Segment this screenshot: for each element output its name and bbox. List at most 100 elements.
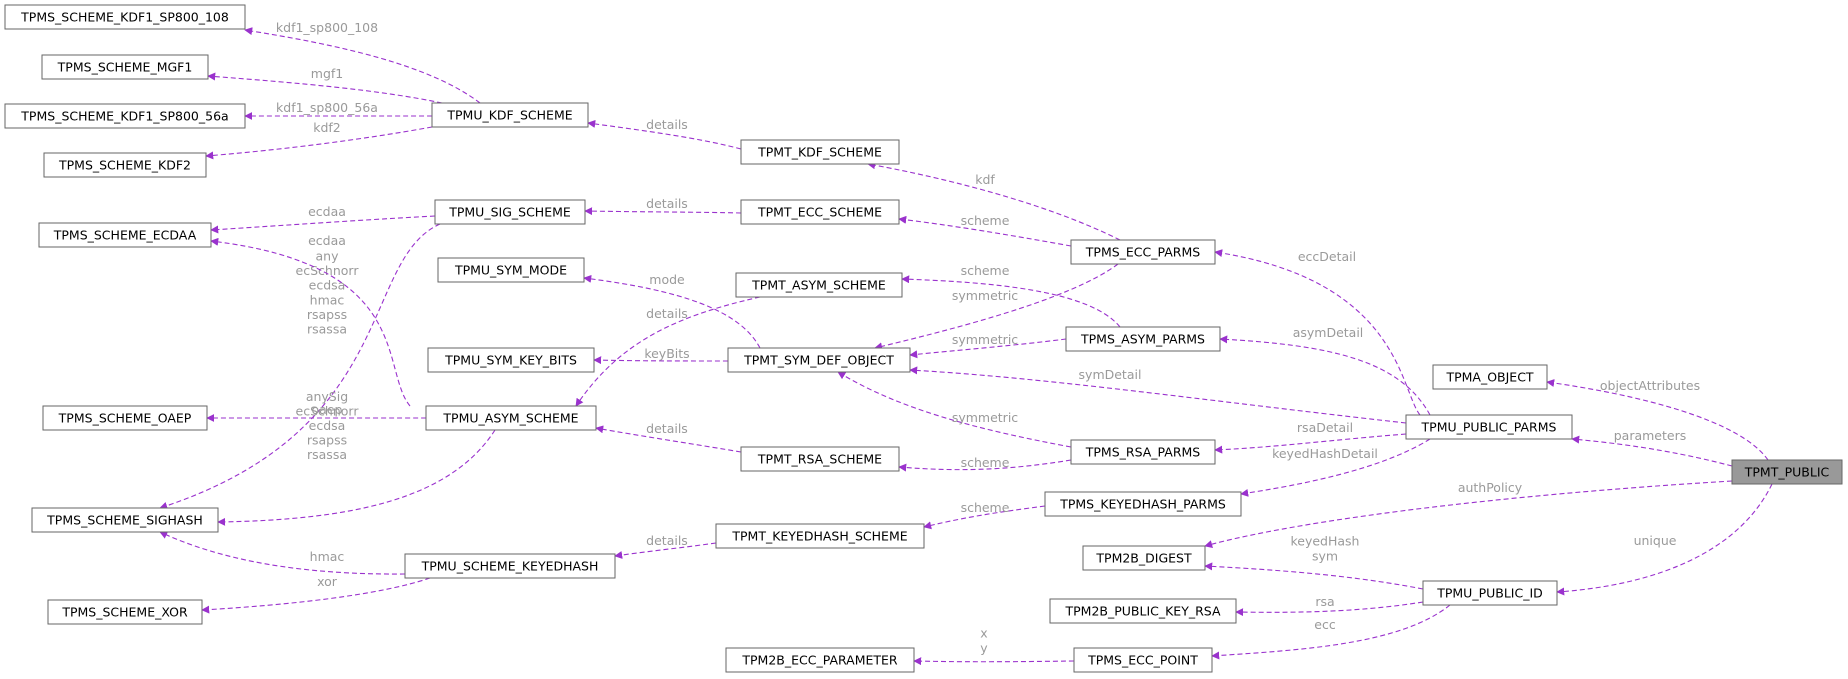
edge-line <box>1235 601 1424 617</box>
node-tpmt-asym-scheme[interactable]: TPMT_ASYM_SCHEME <box>735 272 903 298</box>
edge-line <box>210 215 436 234</box>
edge-label: any <box>316 249 340 264</box>
edge-rsa-details: details <box>595 421 742 453</box>
node-tpms-keyedhash-parms[interactable]: TPMS_KEYEDHASH_PARMS <box>1044 491 1242 517</box>
edge-label: rsapss <box>307 433 347 448</box>
node-tpmu-public-id[interactable]: TPMU_PUBLIC_ID <box>1422 580 1558 606</box>
edge-line <box>923 505 1046 530</box>
node-tpm2b-ecc-parameter[interactable]: TPM2B_ECC_PARAMETER <box>725 647 915 673</box>
edge-label: symmetric <box>952 332 1018 347</box>
node-tpmu-kdf-scheme[interactable]: TPMU_KDF_SCHEME <box>431 102 589 128</box>
node-tpmu-scheme-keyedhash[interactable]: TPMU_SCHEME_KEYEDHASH <box>404 553 616 579</box>
node-tpms-scheme-mgf1[interactable]: TPMS_SCHEME_MGF1 <box>41 54 209 80</box>
edge-label: keyedHashDetail <box>1272 446 1378 461</box>
node-tpmt-sym-def-object[interactable]: TPMT_SYM_DEF_OBJECT <box>727 347 911 373</box>
node-box <box>42 405 208 431</box>
node-box <box>1070 239 1216 265</box>
node-tpmu-sym-key-bits[interactable]: TPMU_SYM_KEY_BITS <box>427 347 595 373</box>
node-tpms-scheme-sighash[interactable]: TPMS_SCHEME_SIGHASH <box>31 507 219 533</box>
node-tpms-scheme-ecdaa[interactable]: TPMS_SCHEME_ECDAA <box>38 222 212 248</box>
edge-label: ecSchnorr <box>296 263 360 278</box>
node-tpmt-keyedhash-scheme[interactable]: TPMT_KEYEDHASH_SCHEME <box>715 523 925 549</box>
node-tpms-scheme-oaep[interactable]: TPMS_SCHEME_OAEP <box>42 405 208 431</box>
edge-label: rsapss <box>307 307 347 322</box>
node-tpms-ecc-point[interactable]: TPMS_ECC_POINT <box>1073 647 1213 673</box>
node-tpmu-sym-mode[interactable]: TPMU_SYM_MODE <box>437 257 585 283</box>
edge-label: kdf1_sp800_56a <box>276 100 378 115</box>
node-box <box>4 103 246 129</box>
edge-line <box>1556 483 1773 596</box>
node-label: TPMA_OBJECT <box>1445 370 1533 385</box>
edge-label: details <box>646 421 688 436</box>
edge-label: details <box>646 533 688 548</box>
edge-ecc-kdf: kdf <box>867 161 1121 241</box>
edge-label: y <box>980 640 988 655</box>
edge-label: scheme <box>961 263 1010 278</box>
node-tpms-ecc-parms[interactable]: TPMS_ECC_PARMS <box>1070 239 1216 265</box>
edge-parameters: parameters <box>1571 428 1733 467</box>
node-tpmt-kdf-scheme[interactable]: TPMT_KDF_SCHEME <box>740 139 900 165</box>
edge-rsa: rsa <box>1235 594 1424 617</box>
edge-x-y: xy <box>913 626 1075 666</box>
node-box <box>427 347 595 373</box>
edge-label: rsassa <box>307 322 347 337</box>
node-box <box>1049 598 1237 624</box>
edge-label: hmac <box>310 292 345 307</box>
edge-line <box>614 542 717 559</box>
edge-line <box>583 274 761 349</box>
edge-label: eccDetail <box>1298 249 1356 264</box>
node-tpms-scheme-kdf2[interactable]: TPMS_SCHEME_KDF2 <box>43 152 207 178</box>
node-tpmu-public-parms[interactable]: TPMU_PUBLIC_PARMS <box>1405 414 1573 440</box>
edge-label: scheme <box>961 500 1010 515</box>
node-label: TPMS_ECC_PARMS <box>1085 245 1201 260</box>
edge-label: ecSchnorr <box>296 403 360 418</box>
edge-line <box>837 371 1072 448</box>
edge-label: xor <box>317 574 338 589</box>
edge-label: kdf <box>975 172 995 187</box>
node-tpms-asym-parms[interactable]: TPMS_ASYM_PARMS <box>1065 326 1221 352</box>
edge-sig-ecdaa: ecdaa <box>210 204 436 234</box>
node-tpm2b-public-key-rsa[interactable]: TPM2B_PUBLIC_KEY_RSA <box>1049 598 1237 624</box>
edge-label: authPolicy <box>1458 480 1523 495</box>
node-label: TPMS_SCHEME_MGF1 <box>57 60 193 75</box>
node-label: TPMU_PUBLIC_ID <box>1436 586 1543 601</box>
node-label: TPMT_KDF_SCHEME <box>757 145 882 160</box>
node-box <box>1065 326 1221 352</box>
edge-line <box>1214 249 1421 416</box>
node-tpmu-asym-scheme[interactable]: TPMU_ASYM_SCHEME <box>425 405 597 431</box>
edge-asym-symmetric: symmetric <box>909 332 1067 359</box>
edge-line <box>1219 335 1431 416</box>
node-box <box>434 199 586 225</box>
node-box <box>431 102 589 128</box>
node-tpms-scheme-kdf1-sp800-108[interactable]: TPMS_SCHEME_KDF1_SP800_108 <box>4 4 246 30</box>
node-tpms-scheme-kdf1-sp800-56a[interactable]: TPMS_SCHEME_KDF1_SP800_56a <box>4 103 246 129</box>
node-label: TPMS_SCHEME_KDF1_SP800_108 <box>20 10 229 25</box>
edge-line <box>1204 480 1733 548</box>
edge-label: objectAttributes <box>1600 378 1700 393</box>
node-tpmu-sig-scheme[interactable]: TPMU_SIG_SCHEME <box>434 199 586 225</box>
node-tpms-rsa-parms[interactable]: TPMS_RSA_PARMS <box>1070 439 1216 465</box>
edge-line <box>909 338 1067 359</box>
node-tpm2b-digest[interactable]: TPM2B_DIGEST <box>1082 545 1206 571</box>
edge-line <box>244 27 481 104</box>
node-box <box>715 523 925 549</box>
edge-label: ecdaa <box>308 233 346 248</box>
node-tpmt-public[interactable]: TPMT_PUBLIC <box>1731 459 1843 485</box>
edge-line <box>909 366 1407 424</box>
edge-label: oaep <box>312 402 343 417</box>
edge-line <box>1546 379 1769 461</box>
node-label: TPMS_SCHEME_XOR <box>61 605 188 620</box>
edge-label: x <box>980 626 987 641</box>
node-tpmt-ecc-scheme[interactable]: TPMT_ECC_SCHEME <box>740 199 900 225</box>
node-tpms-scheme-xor[interactable]: TPMS_SCHEME_XOR <box>47 599 203 625</box>
edge-label: symmetric <box>952 288 1018 303</box>
node-tpma-object[interactable]: TPMA_OBJECT <box>1432 364 1548 390</box>
edge-line <box>1571 435 1733 467</box>
node-label: TPMS_ECC_POINT <box>1087 653 1198 668</box>
edge-label: asymDetail <box>1293 325 1364 340</box>
node-box <box>727 347 911 373</box>
node-tpmt-rsa-scheme[interactable]: TPMT_RSA_SCHEME <box>740 446 900 472</box>
node-box <box>31 507 219 533</box>
edge-label: details <box>646 196 688 211</box>
